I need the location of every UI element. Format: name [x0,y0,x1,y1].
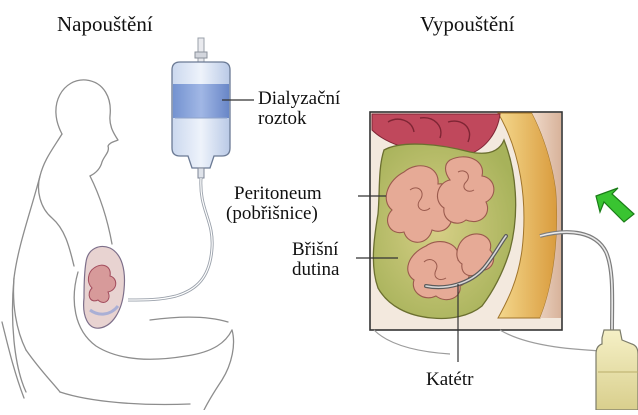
drain-bag [596,330,638,410]
abdomen-cutaway-small [84,247,125,329]
draining-title: Vypouštění [420,14,515,34]
dialysate-label-line2: roztok [258,109,307,129]
filling-title: Napouštění [57,14,153,34]
peritoneum-label-line1: Peritoneum [234,184,322,204]
cavity-label-line1: Břišní [292,240,338,260]
peritoneum-label-line2: (pobřišnice) [226,204,318,224]
cavity-label-line2: dutina [292,260,340,280]
catheter-label: Katétr [426,370,473,390]
dialysate-bag [172,62,230,178]
drain-direction-arrow [596,188,634,222]
dialysate-label-line1: Dialyzační [258,89,340,109]
